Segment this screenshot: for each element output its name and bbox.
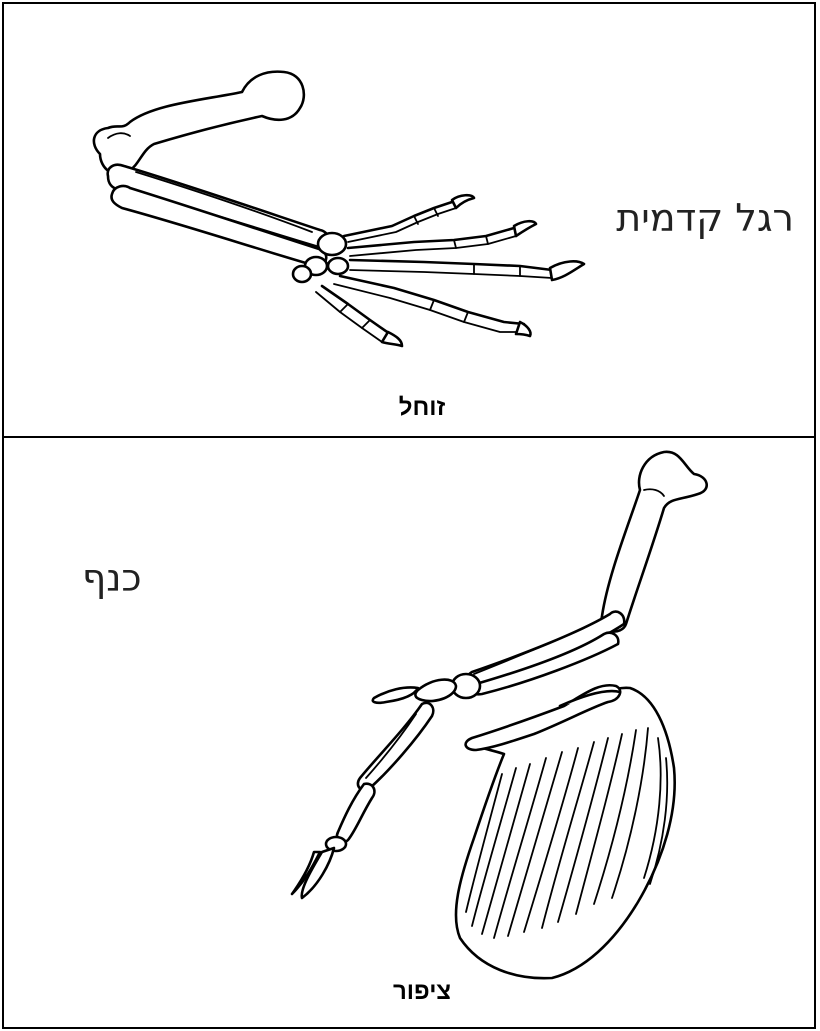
organ-label-wing: כנף [82,556,142,600]
reptile-panel: רגל קדמית זוחל [4,4,814,436]
bird-wing-skeleton-icon [4,438,814,1027]
animal-label-bird: ציפור [322,978,522,1006]
reptile-digit [322,286,390,334]
reptile-carpal [293,266,311,282]
reptile-carpal [328,258,348,274]
reptile-claw [382,332,402,346]
organ-label-foreleg: רגל קדמית [616,196,794,240]
reptile-digit [344,198,470,236]
animal-label-reptile: זוחל [322,394,522,422]
bird-digit [373,687,418,702]
reptile-humerus [94,72,304,175]
reptile-claw [516,322,531,336]
bird-carpal [415,680,456,701]
reptile-claw [452,195,474,208]
bird-panel: כנף ציפור [4,438,814,1027]
reptile-digit [350,260,552,270]
bird-carpometacarpus [358,703,433,790]
reptile-claw [514,221,536,236]
reptile-claw [550,261,584,280]
reptile-carpal [318,233,346,255]
bird-humerus [602,452,707,632]
bird-digit [337,784,375,843]
